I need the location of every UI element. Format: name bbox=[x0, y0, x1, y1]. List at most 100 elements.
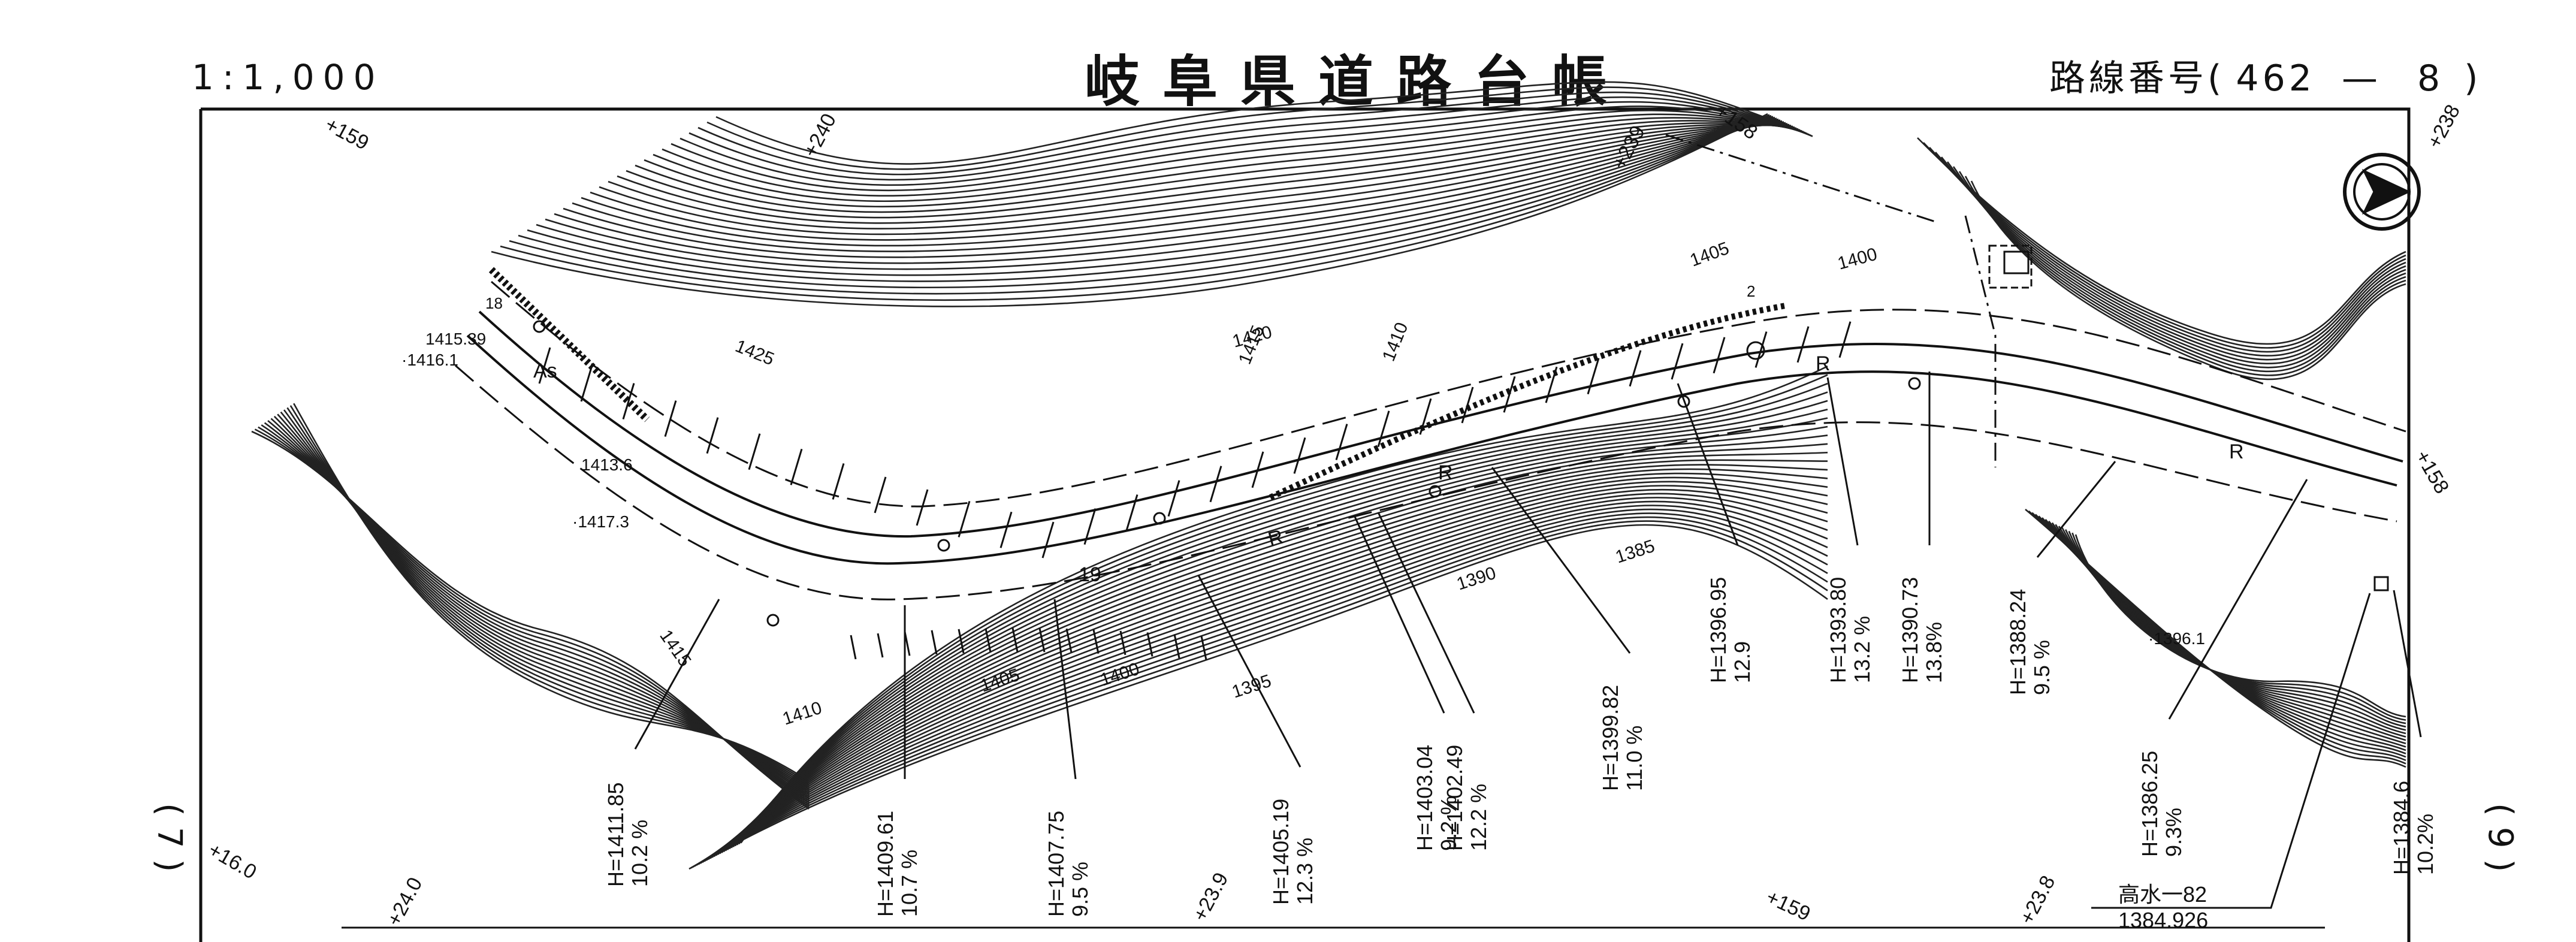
slope-tick bbox=[1754, 331, 1768, 368]
slope-tick bbox=[1713, 337, 1726, 374]
contour-line bbox=[599, 123, 1790, 236]
map-frame bbox=[199, 107, 2411, 942]
contour-line bbox=[715, 81, 1813, 165]
svg-text:1385: 1385 bbox=[1613, 536, 1657, 567]
contour-line bbox=[662, 110, 1802, 197]
contour-line bbox=[705, 488, 1828, 861]
contour-line bbox=[251, 430, 810, 810]
gradient-elevation: H=1402.49 bbox=[1442, 745, 1467, 851]
contour-line bbox=[721, 451, 1828, 853]
contour-line bbox=[264, 422, 810, 801]
slope-tick bbox=[1293, 437, 1306, 474]
contour-line bbox=[680, 101, 1806, 186]
contour-line bbox=[700, 500, 1828, 864]
contour-line bbox=[2051, 522, 2406, 741]
contour-line bbox=[717, 464, 1828, 855]
slope-tick bbox=[1587, 358, 1600, 395]
gradient-leader-line bbox=[1491, 467, 1631, 654]
svg-text:1415.39: 1415.39 bbox=[425, 330, 486, 348]
page-title: 岐阜県道路台帳 bbox=[1085, 50, 1630, 114]
contour-line bbox=[724, 434, 1828, 852]
contour-line bbox=[617, 123, 1793, 224]
manhole-icon bbox=[1746, 341, 1765, 360]
slope-tick bbox=[985, 628, 992, 653]
contour-line bbox=[2031, 512, 2406, 761]
contour-line bbox=[554, 119, 1781, 264]
svg-text:+159: +159 bbox=[321, 113, 372, 155]
contour-elevation-labels: 1425 1420 1415 1410 1405 1400 1415 1410 … bbox=[656, 238, 1879, 729]
svg-text:+240: +240 bbox=[799, 110, 841, 161]
svg-text:1400: 1400 bbox=[1835, 244, 1879, 274]
slope-tick bbox=[1419, 398, 1432, 435]
contour-line bbox=[509, 114, 1772, 295]
svg-text:+159: +159 bbox=[1763, 886, 1814, 926]
gradient-leader-line bbox=[2168, 479, 2308, 720]
slope-tick bbox=[1838, 321, 1852, 358]
contour-line bbox=[723, 443, 1828, 853]
gradient-elevation: H=1411.85 bbox=[603, 783, 628, 887]
contour-line bbox=[740, 366, 1828, 844]
slope-tick bbox=[931, 630, 938, 655]
svg-text:R: R bbox=[2229, 440, 2244, 463]
slope-tick bbox=[1503, 376, 1516, 413]
contour-line bbox=[2034, 514, 2406, 758]
contour-line bbox=[1923, 142, 2406, 349]
gradient-leader-line bbox=[1677, 383, 1739, 546]
svg-text:+23.9: +23.9 bbox=[1189, 869, 1233, 925]
slope-tick bbox=[622, 383, 635, 420]
benchmark-box: 高水一82 1384.926 bbox=[2091, 593, 2371, 932]
gradient-leaders bbox=[634, 372, 2422, 780]
gradient-percent: 12.2 % bbox=[1466, 784, 1491, 851]
contour-line bbox=[690, 520, 1828, 869]
slope-tick bbox=[877, 633, 884, 658]
route-number-box: 路線番号(462—8) bbox=[2049, 49, 2482, 101]
contour-line bbox=[527, 116, 1775, 282]
contour-line bbox=[713, 472, 1828, 858]
map-scale: 1:1,000 bbox=[192, 57, 384, 98]
contour-line bbox=[1929, 147, 2406, 353]
route-dash: — bbox=[2341, 58, 2381, 99]
contour-line bbox=[708, 485, 1828, 861]
station-labels: +159 +240 +239 +158 +238 +16.0 +24.0 +23… bbox=[204, 99, 2465, 929]
gradient-percent: 9.3% bbox=[2161, 808, 2186, 857]
road-marks: As 19 R R R R 18 2 bbox=[485, 282, 2244, 586]
slope-tick bbox=[790, 448, 803, 485]
gradient-percent: 10.2 % bbox=[627, 820, 652, 887]
slope-tick bbox=[1251, 451, 1264, 488]
gradient-percent: 11.0 % bbox=[1622, 726, 1647, 791]
contour-line bbox=[277, 413, 810, 793]
route-sub-number: 8 bbox=[2417, 58, 2444, 99]
contour-line bbox=[590, 123, 1788, 241]
contour-line bbox=[734, 391, 1828, 847]
svg-text:R: R bbox=[1816, 352, 1831, 375]
svg-text:19: 19 bbox=[1079, 563, 1101, 586]
contour-line bbox=[1935, 152, 2406, 357]
contour-line bbox=[711, 476, 1828, 858]
gradient-leader-line bbox=[2393, 590, 2422, 738]
slope-tick bbox=[1038, 627, 1046, 653]
svg-text:1410: 1410 bbox=[1379, 319, 1412, 364]
slope-tick bbox=[916, 489, 929, 526]
svg-text:·1396.1: ·1396.1 bbox=[2148, 629, 2205, 648]
svg-text:+24.0: +24.0 bbox=[383, 874, 427, 930]
slope-tick bbox=[1119, 630, 1127, 656]
slope-tick bbox=[1011, 627, 1019, 653]
contour-line bbox=[258, 426, 810, 805]
contour-line bbox=[608, 124, 1792, 230]
north-arrow-icon bbox=[2343, 153, 2421, 231]
contour-line bbox=[694, 512, 1828, 867]
contour-line bbox=[688, 96, 1808, 181]
gradient-percent: 10.7 % bbox=[897, 850, 922, 917]
contour-line bbox=[283, 409, 810, 789]
gradient-percent: 9.5 % bbox=[1068, 862, 1092, 917]
svg-text:R: R bbox=[1438, 461, 1453, 484]
contour-line bbox=[572, 121, 1784, 252]
gradient-percent: 9.5 % bbox=[2030, 640, 2054, 695]
contour-line bbox=[1917, 137, 2406, 345]
slope-tick bbox=[1125, 494, 1138, 531]
contour-line bbox=[1940, 156, 2406, 361]
contour-line bbox=[261, 424, 810, 804]
slope-tick bbox=[958, 629, 965, 654]
svg-text:1400: 1400 bbox=[1098, 659, 1142, 690]
contour-line bbox=[635, 120, 1797, 213]
